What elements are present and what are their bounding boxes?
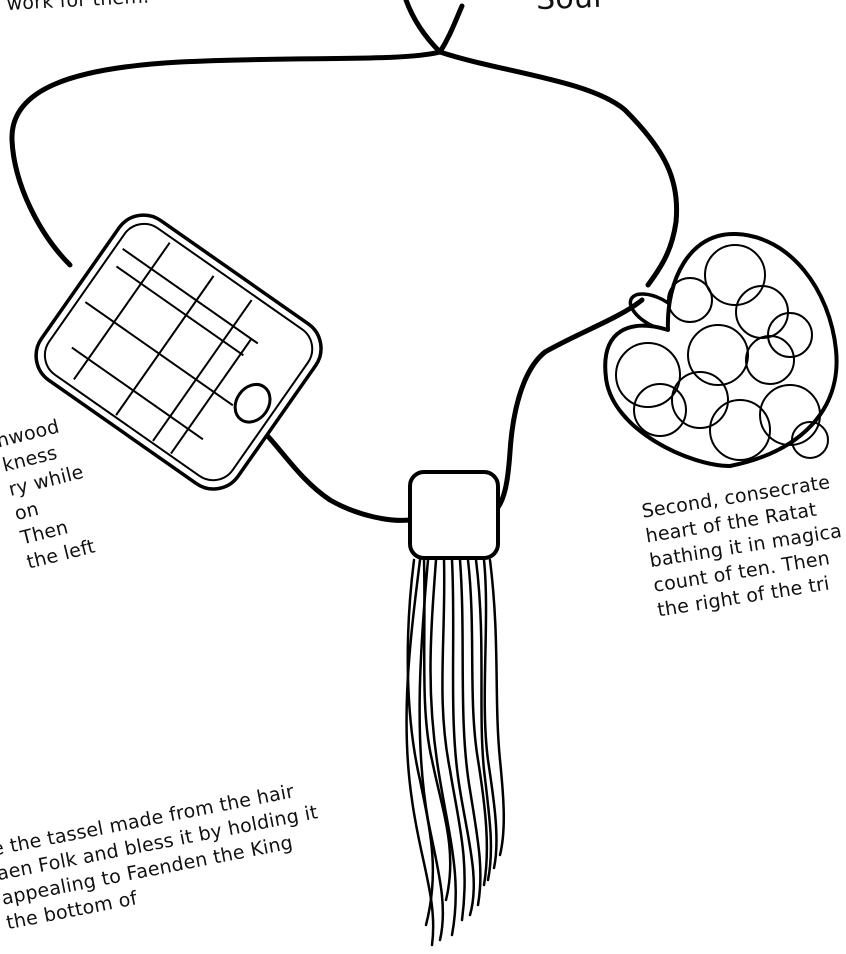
annotation-line: Soul [536, 0, 602, 12]
tassel [407, 560, 504, 945]
annotation-top-right: Soul [536, 0, 602, 12]
heart-charm [605, 234, 836, 466]
square-bead [410, 472, 498, 558]
